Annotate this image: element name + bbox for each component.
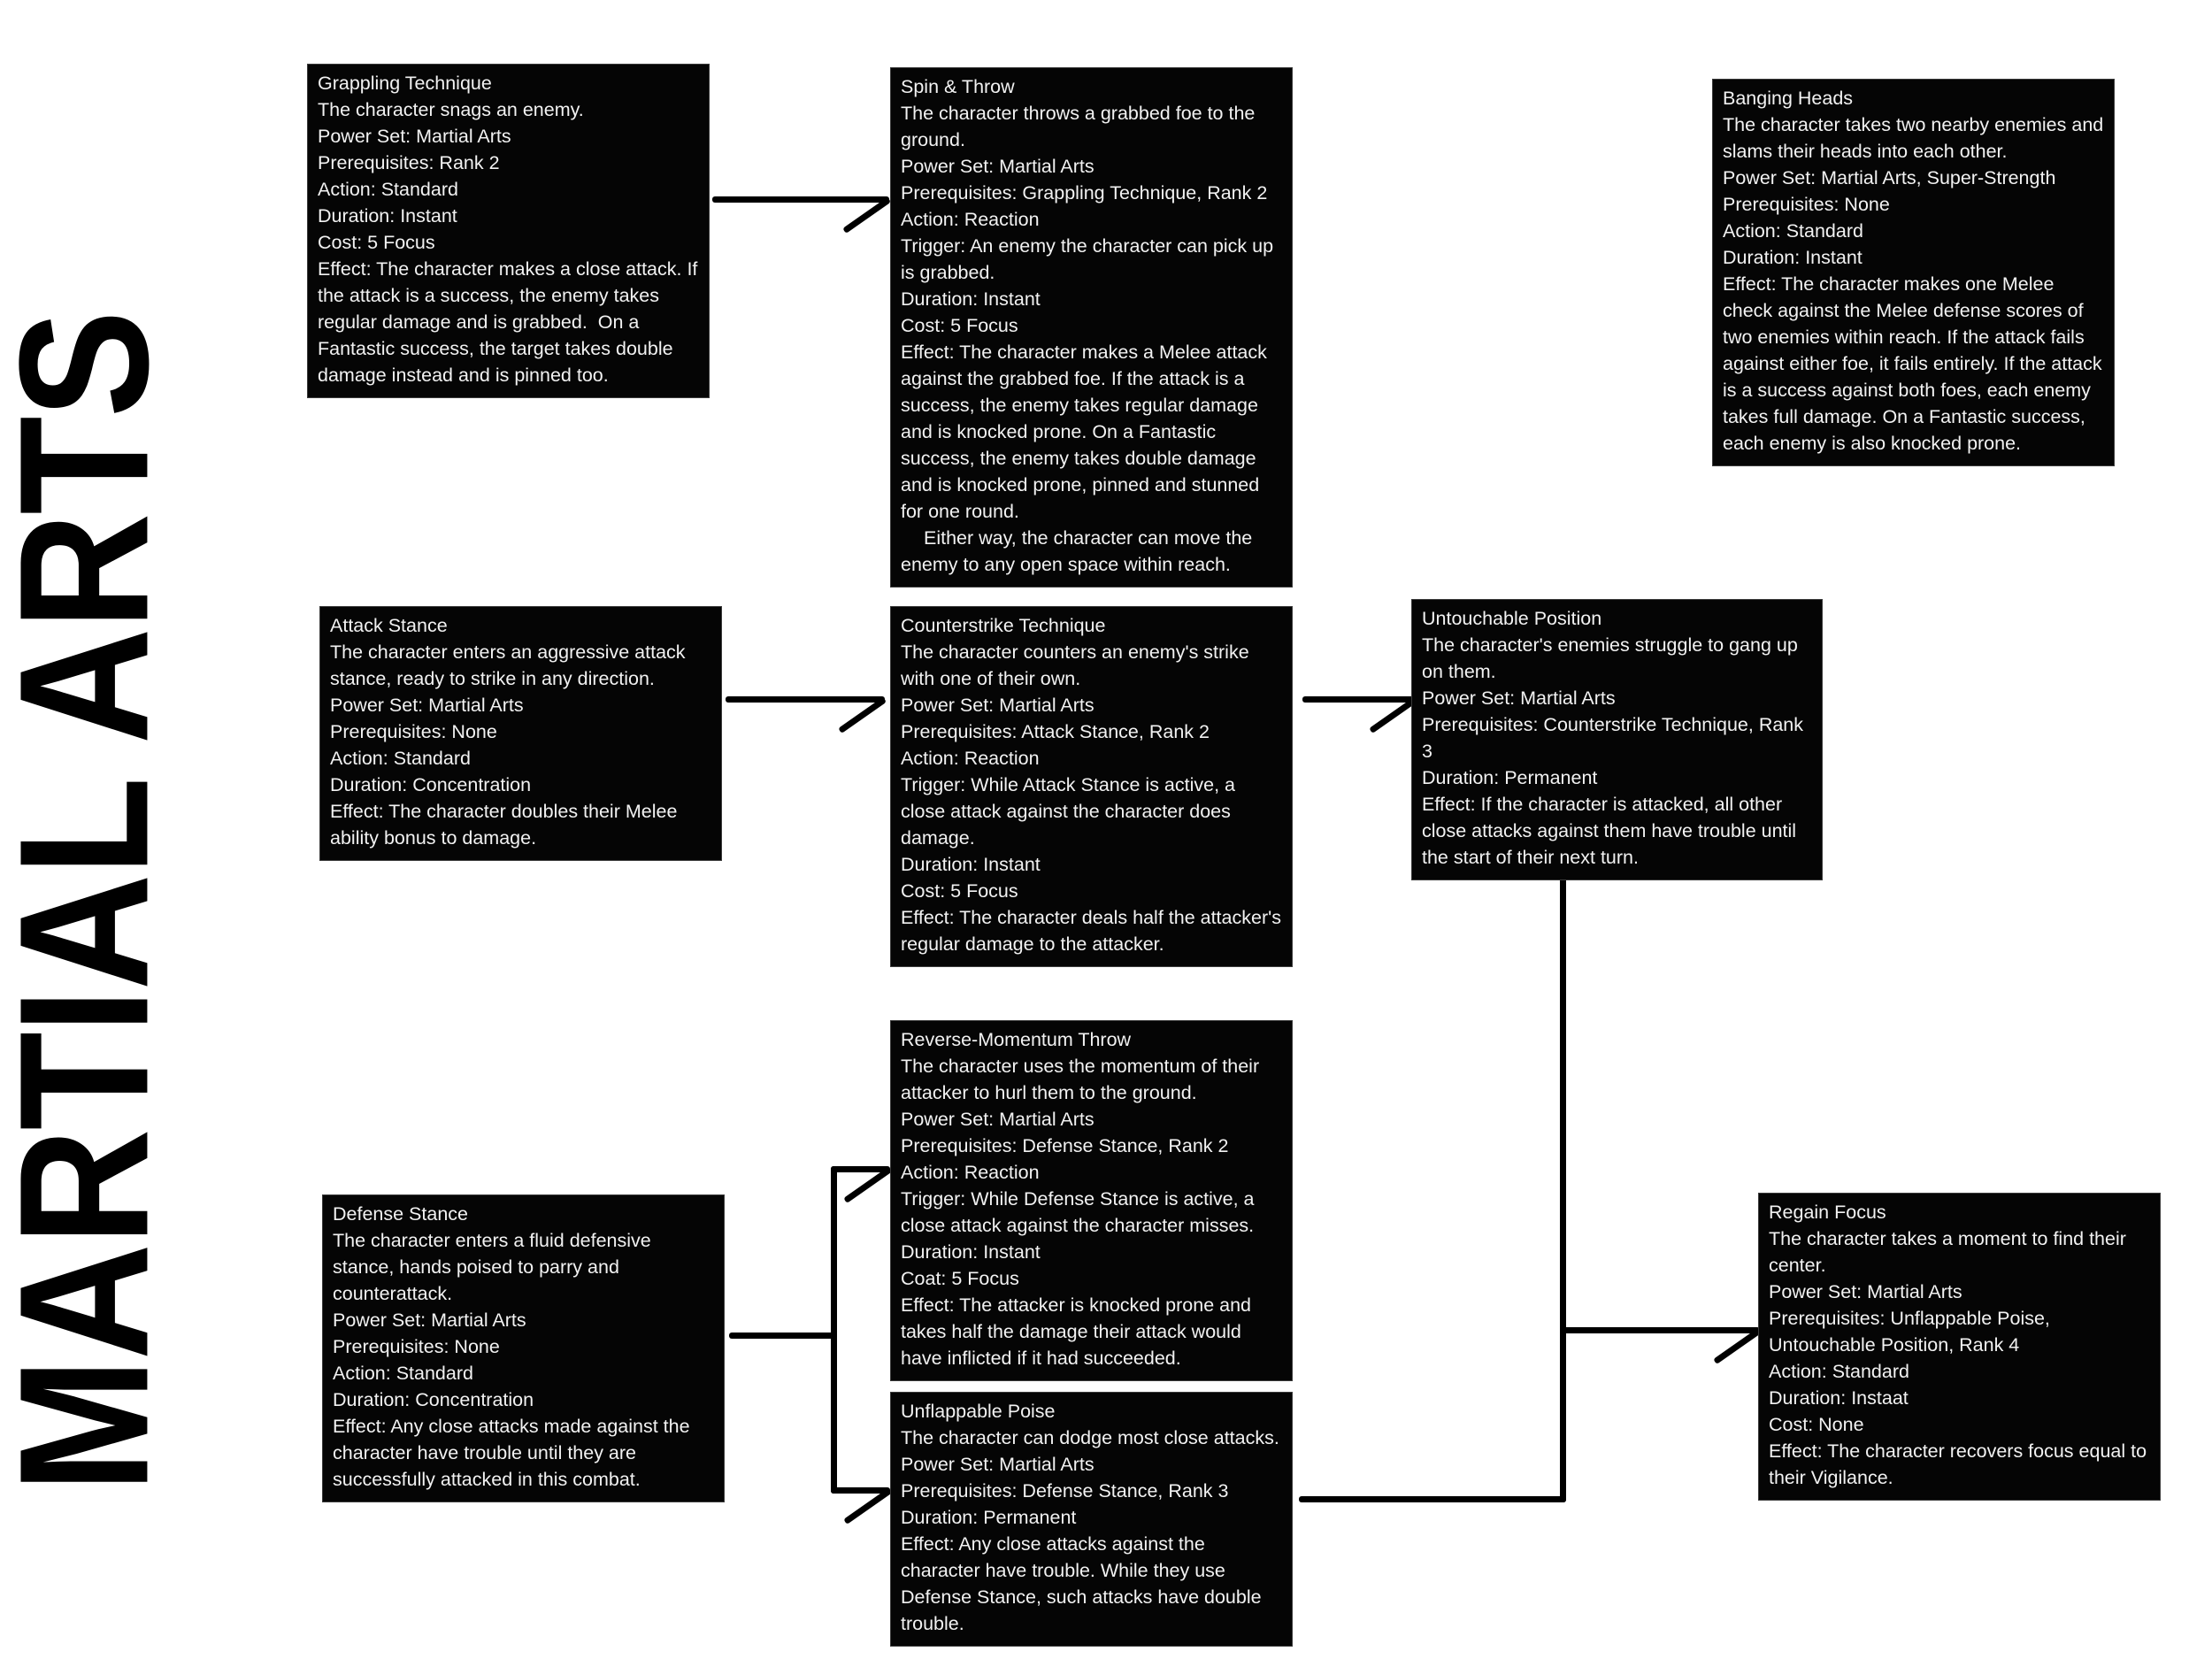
card-cost: Cost: 5 Focus: [901, 314, 1018, 336]
card-summary: The character enters an aggressive attac…: [330, 641, 691, 689]
card-powerset: Power Set: Martial Arts: [901, 694, 1094, 716]
card-action: Action: Standard: [318, 178, 458, 200]
connector-unflappable-to-trunk: [1299, 1496, 1566, 1502]
card-summary: The character takes two nearby enemies a…: [1723, 113, 2109, 162]
card-title: Counterstrike Technique: [901, 615, 1106, 636]
card-duration: Duration: Permanent: [901, 1506, 1077, 1528]
card-action: Action: Standard: [330, 747, 471, 769]
card-powerset: Power Set: Martial Arts: [901, 155, 1094, 177]
card-powerset: Power Set: Martial Arts: [901, 1108, 1094, 1130]
card-summary: The character snags an enemy.: [318, 98, 584, 120]
card-effect: Effect: The character makes a close atta…: [318, 257, 703, 386]
card-summary: The character uses the momentum of their…: [901, 1055, 1265, 1103]
card-title: Banging Heads: [1723, 88, 1854, 109]
card-effect: Effect: Any close attacks against the ch…: [901, 1532, 1267, 1634]
card-powerset: Power Set: Martial Arts: [1769, 1280, 1962, 1302]
card-prerequisites: Prerequisites: Grappling Technique, Rank…: [901, 181, 1268, 204]
card-title: Attack Stance: [330, 615, 448, 636]
card-effect: Effect: The character doubles their Mele…: [330, 800, 683, 849]
card-effect: Effect: The character recovers focus equ…: [1769, 1440, 2153, 1488]
card-powerset: Power Set: Martial Arts: [1422, 687, 1616, 709]
card-prerequisites: Prerequisites: Rank 2: [318, 151, 500, 173]
card-effect: Effect: The character makes one Melee ch…: [1723, 273, 2108, 454]
card-powerset: Power Set: Martial Arts: [333, 1309, 526, 1331]
card-action: Action: Reaction: [901, 1161, 1040, 1183]
connector-untouchable-drop: [1560, 851, 1566, 1502]
page-title: MARTIAL ARTS: [0, 0, 187, 1504]
card-title: Untouchable Position: [1422, 608, 1602, 629]
card-effect: Effect: The character makes a Melee atta…: [901, 341, 1272, 522]
card-cost: Cost: None: [1769, 1413, 1864, 1435]
card-trigger: Trigger: While Attack Stance is active, …: [901, 773, 1240, 849]
card-cost: Cost: 5 Focus: [318, 231, 435, 253]
card-powerset: Power Set: Martial Arts: [318, 125, 511, 147]
card-action: Action: Reaction: [901, 208, 1040, 230]
card-duration: Duration: Instaat: [1769, 1386, 1909, 1409]
connector-defensestance-to-unflappable: [831, 1487, 890, 1494]
card-duration: Duration: Instant: [318, 204, 457, 227]
connector-defensestance-trunk: [831, 1166, 837, 1494]
card-duration: Duration: Concentration: [333, 1388, 534, 1410]
card-prerequisites: Prerequisites: Defense Stance, Rank 3: [901, 1479, 1229, 1502]
connector-defensestance-to-reverse: [831, 1166, 890, 1172]
card-effect: Effect: The attacker is knocked prone an…: [901, 1294, 1256, 1369]
card-powerset: Power Set: Martial Arts: [330, 694, 524, 716]
power-card-banging-heads[interactable]: Banging Heads The character takes two ne…: [1712, 79, 2115, 466]
card-effect: Effect: If the character is attacked, al…: [1422, 793, 1802, 868]
card-action: Action: Standard: [333, 1362, 473, 1384]
card-title: Defense Stance: [333, 1203, 468, 1225]
card-trigger: Trigger: While Defense Stance is active,…: [901, 1187, 1260, 1236]
card-prerequisites: Prerequisites: Attack Stance, Rank 2: [901, 720, 1210, 742]
card-action: Action: Standard: [1723, 219, 1863, 242]
card-effect-continued: Either way, the character can move the e…: [901, 526, 1258, 575]
card-trigger: Trigger: An enemy the character can pick…: [901, 234, 1279, 283]
card-summary: The character throws a grabbed foe to th…: [901, 102, 1261, 150]
card-effect: Effect: Any close attacks made against t…: [333, 1415, 695, 1490]
card-title: Reverse-Momentum Throw: [901, 1029, 1132, 1050]
card-prerequisites: Prerequisites: None: [330, 720, 497, 742]
card-duration: Duration: Instant: [901, 288, 1041, 310]
card-title: Spin & Throw: [901, 76, 1015, 97]
power-card-unflappable-poise[interactable]: Unflappable Poise The character can dodg…: [890, 1392, 1293, 1647]
power-card-reverse-momentum-throw[interactable]: Reverse-Momentum Throw The character use…: [890, 1020, 1293, 1381]
card-prerequisites: Prerequisites: None: [1723, 193, 1890, 215]
card-title: Grappling Technique: [318, 73, 492, 94]
power-card-counterstrike-technique[interactable]: Counterstrike Technique The character co…: [890, 606, 1293, 967]
card-powerset: Power Set: Martial Arts: [901, 1453, 1094, 1475]
card-prerequisites: Prerequisites: Unflappable Poise, Untouc…: [1769, 1307, 2055, 1356]
card-cost: Coat: 5 Focus: [901, 1267, 1019, 1289]
card-effect: Effect: The character deals half the att…: [901, 906, 1286, 955]
card-duration: Duration: Concentration: [330, 773, 532, 795]
connector-attackstance-to-counterstrike: [726, 696, 885, 703]
page-title-text: MARTIAL ARTS: [0, 311, 187, 1493]
card-cost: Cost: 5 Focus: [901, 879, 1018, 902]
card-title: Regain Focus: [1769, 1202, 1886, 1223]
connector-grappling-to-spin: [712, 196, 889, 203]
card-prerequisites: Prerequisites: None: [333, 1335, 500, 1357]
power-card-spin-and-throw[interactable]: Spin & Throw The character throws a grab…: [890, 67, 1293, 588]
card-summary: The character enters a fluid defensive s…: [333, 1229, 657, 1304]
card-summary: The character can dodge most close attac…: [901, 1426, 1279, 1448]
card-powerset: Power Set: Martial Arts, Super-Strength: [1723, 166, 2056, 188]
power-card-regain-focus[interactable]: Regain Focus The character takes a momen…: [1758, 1193, 2161, 1501]
card-summary: The character counters an enemy's strike…: [901, 641, 1255, 689]
power-card-attack-stance[interactable]: Attack Stance The character enters an ag…: [319, 606, 722, 861]
power-card-grappling-technique[interactable]: Grappling Technique The character snags …: [307, 64, 710, 398]
power-card-untouchable-position[interactable]: Untouchable Position The character's ene…: [1411, 599, 1823, 880]
card-prerequisites: Prerequisites: Defense Stance, Rank 2: [901, 1134, 1229, 1156]
card-action: Action: Standard: [1769, 1360, 1909, 1382]
card-title: Unflappable Poise: [901, 1401, 1056, 1422]
card-action: Action: Reaction: [901, 747, 1040, 769]
connector-counterstrike-to-untouchable: [1302, 696, 1416, 703]
card-duration: Duration: Permanent: [1422, 766, 1598, 788]
card-duration: Duration: Instant: [901, 853, 1041, 875]
connector-trunk-to-regainfocus: [1560, 1327, 1760, 1333]
card-prerequisites: Prerequisites: Counterstrike Technique, …: [1422, 713, 1809, 762]
card-duration: Duration: Instant: [901, 1240, 1041, 1263]
card-summary: The character's enemies struggle to gang…: [1422, 634, 1803, 682]
power-card-defense-stance[interactable]: Defense Stance The character enters a fl…: [322, 1194, 725, 1502]
connector-defensestance-stub: [729, 1333, 837, 1339]
card-duration: Duration: Instant: [1723, 246, 1863, 268]
card-summary: The character takes a moment to find the…: [1769, 1227, 2131, 1276]
